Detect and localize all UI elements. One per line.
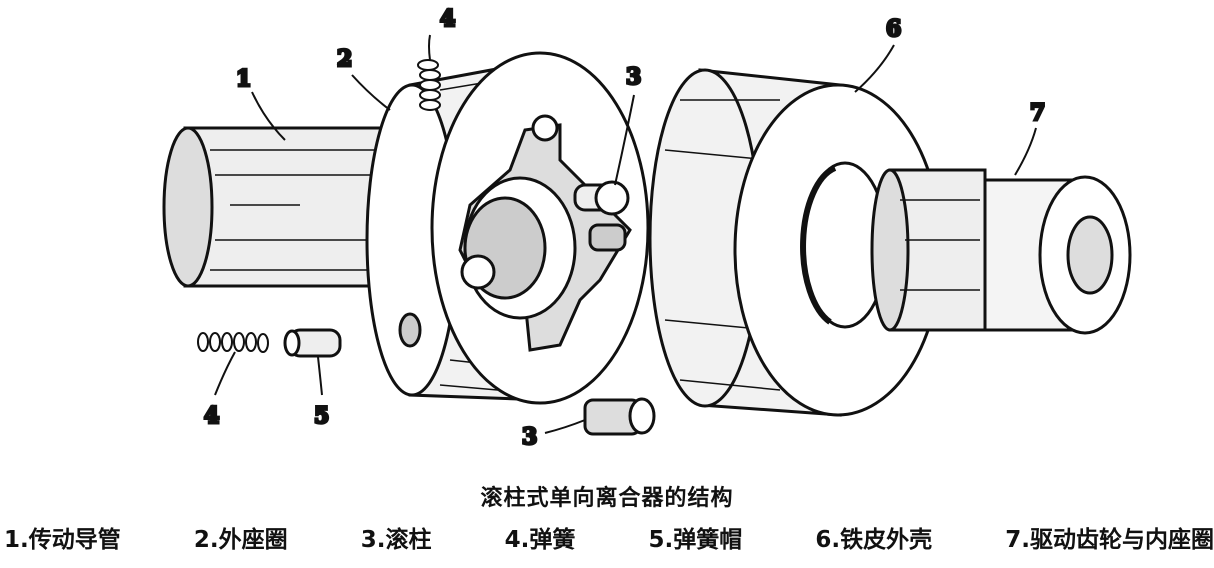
legend-item: 7.驱动齿轮与内座圈: [1005, 527, 1214, 553]
figure-caption: 滚柱式单向离合器的结构: [480, 486, 734, 511]
legend-item: 3.滚柱: [360, 527, 432, 553]
clutch-exploded-diagram: 1 2 3 4 5 6 7 3 4: [162, 5, 1132, 452]
spring-small: [197, 332, 269, 353]
legend-item: 5.弹簧帽: [648, 527, 743, 553]
callout-5: 5: [314, 403, 329, 429]
callout-6: 6: [886, 16, 901, 42]
callout-7: 7: [1030, 100, 1045, 126]
legend-item: 1.传动导管: [4, 527, 121, 553]
legend-item: 2.外座圈: [193, 527, 288, 553]
roller: [583, 397, 656, 436]
outer-race: [365, 51, 650, 405]
legend-item: 6.铁皮外壳: [815, 527, 933, 553]
callout-4: 4: [440, 6, 455, 32]
callout-3: 3: [626, 64, 641, 90]
drive-tube: [162, 126, 387, 288]
callout-1: 1: [236, 66, 251, 92]
spring-top: [417, 59, 441, 111]
callout-4-spring: 4: [204, 403, 219, 429]
spring-hole: [398, 312, 422, 348]
leader-lines: [214, 34, 1037, 434]
figure-legend: 1.传动导管 2.外座圈 3.滚柱 4.弹簧 5.弹簧帽 6.铁皮外壳 7.驱动…: [4, 520, 1214, 554]
legend-item: 4.弹簧: [504, 527, 576, 553]
spring-cap: [283, 328, 342, 358]
callout-3-roller: 3: [522, 424, 537, 450]
callout-2: 2: [337, 46, 352, 72]
drive-gear: [870, 168, 1132, 335]
